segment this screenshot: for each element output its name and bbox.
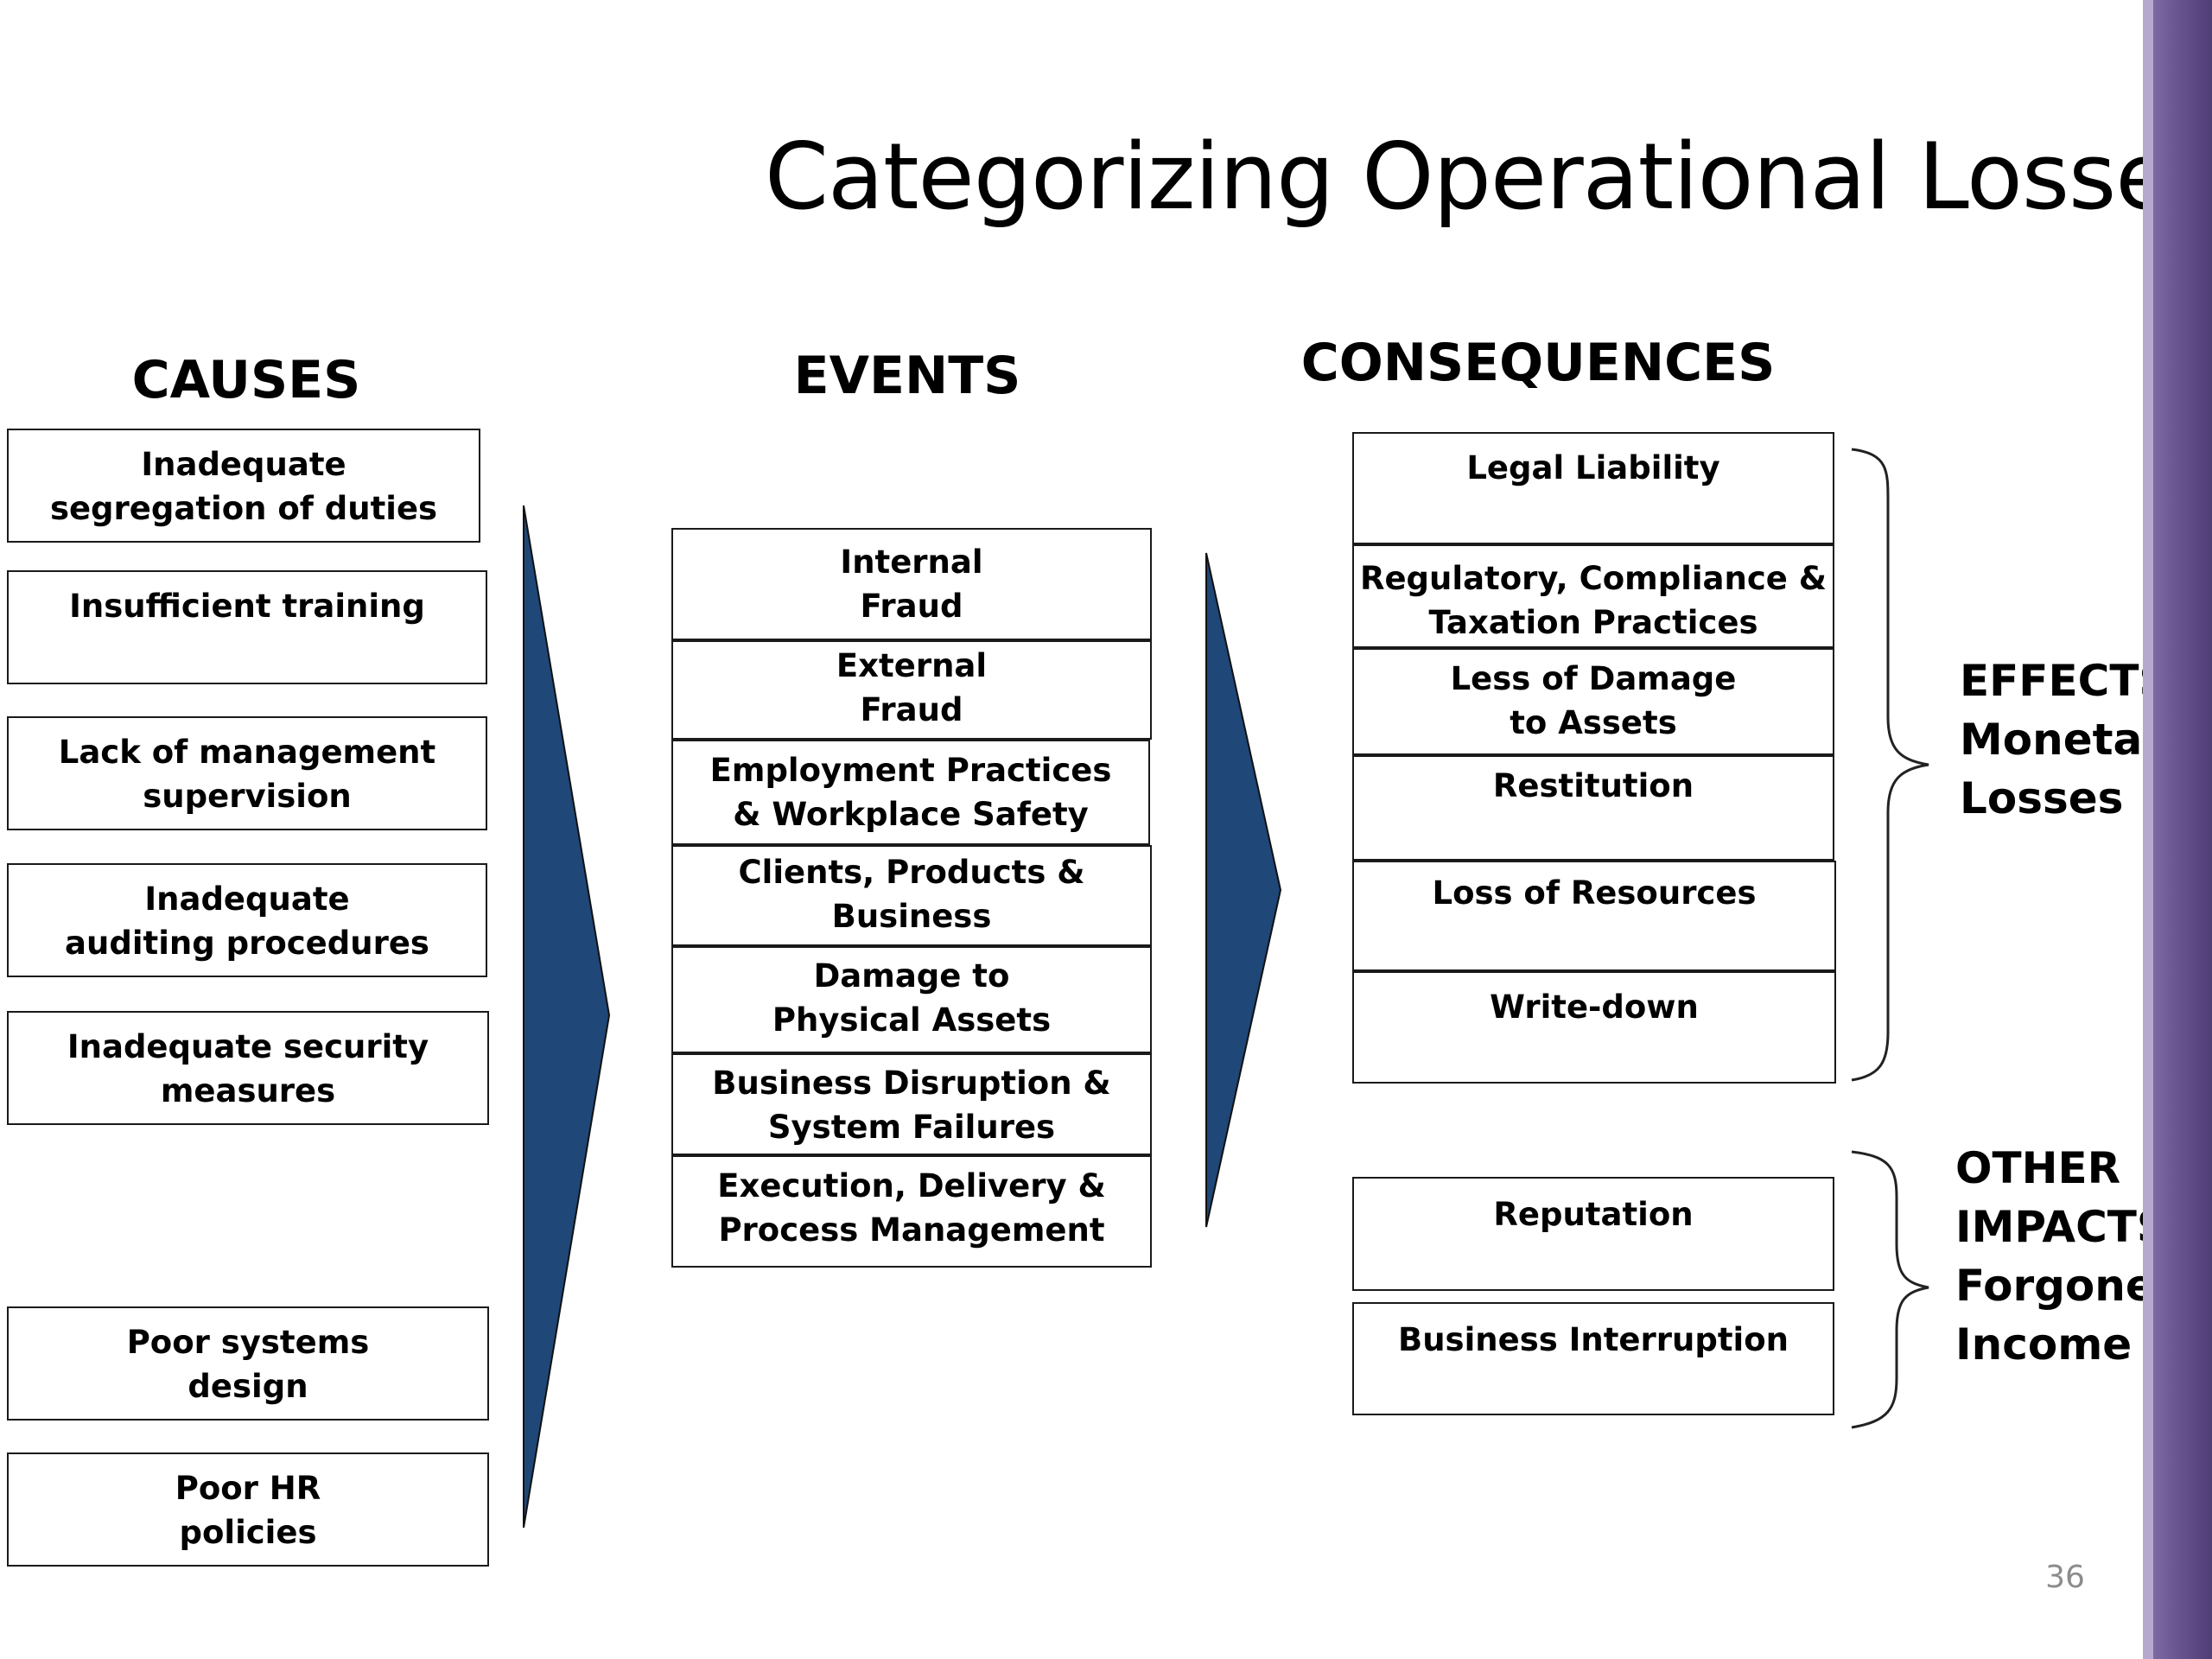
cause-box: Lack of management supervision	[7, 716, 487, 830]
consequence-box: Regulatory, Compliance & Taxation Practi…	[1352, 544, 1834, 648]
consequence-box: Loss of Resources	[1352, 861, 1836, 971]
cause-box: Insufficient training	[7, 570, 487, 684]
event-box: External Fraud	[671, 640, 1152, 740]
cause-box: Poor HR policies	[7, 1452, 489, 1567]
causes-heading: CAUSES	[131, 350, 361, 410]
event-box: Clients, Products & Business Practices	[671, 845, 1152, 979]
consequence-box: Reputation	[1352, 1177, 1834, 1291]
event-box: Execution, Delivery & Process Management	[671, 1155, 1152, 1268]
consequence-box: Less of Damage to Assets	[1352, 648, 1834, 755]
slide-title: Categorizing Operational Losses	[765, 124, 2212, 230]
slide-sidebar	[2153, 0, 2212, 1659]
event-box: Internal Fraud	[671, 528, 1152, 640]
event-box: Business Disruption & System Failures	[671, 1053, 1152, 1155]
consequence-box: Write-down	[1352, 971, 1836, 1084]
event-box: Damage to Physical Assets	[671, 946, 1152, 1053]
other-impacts-label: OTHER IMPACTS Forgone Income	[1955, 1143, 2168, 1370]
consequence-box: Legal Liability	[1352, 432, 1834, 544]
effects-brace	[1851, 448, 1929, 1082]
cause-box: Inadequate security measures	[7, 1011, 489, 1125]
sidebar-edge	[2143, 0, 2155, 1659]
effects-label: EFFECTS Monetary Losses	[1960, 656, 2192, 823]
cause-box: Inadequate segregation of duties	[7, 429, 480, 543]
consequence-box: Business Interruption	[1352, 1302, 1834, 1415]
other-impacts-brace	[1851, 1150, 1929, 1429]
causes-arrow	[523, 505, 611, 1529]
consequences-heading: CONSEQUENCES	[1300, 333, 1776, 393]
event-box: Employment Practices & Workplace Safety	[671, 740, 1150, 845]
consequence-box: Restitution	[1352, 755, 1834, 861]
events-heading: EVENTS	[793, 346, 1021, 406]
page-number: 36	[2045, 1560, 2085, 1595]
events-arrow	[1205, 552, 1282, 1228]
cause-box: Poor systems design	[7, 1306, 489, 1421]
cause-box: Inadequate auditing procedures	[7, 863, 487, 977]
